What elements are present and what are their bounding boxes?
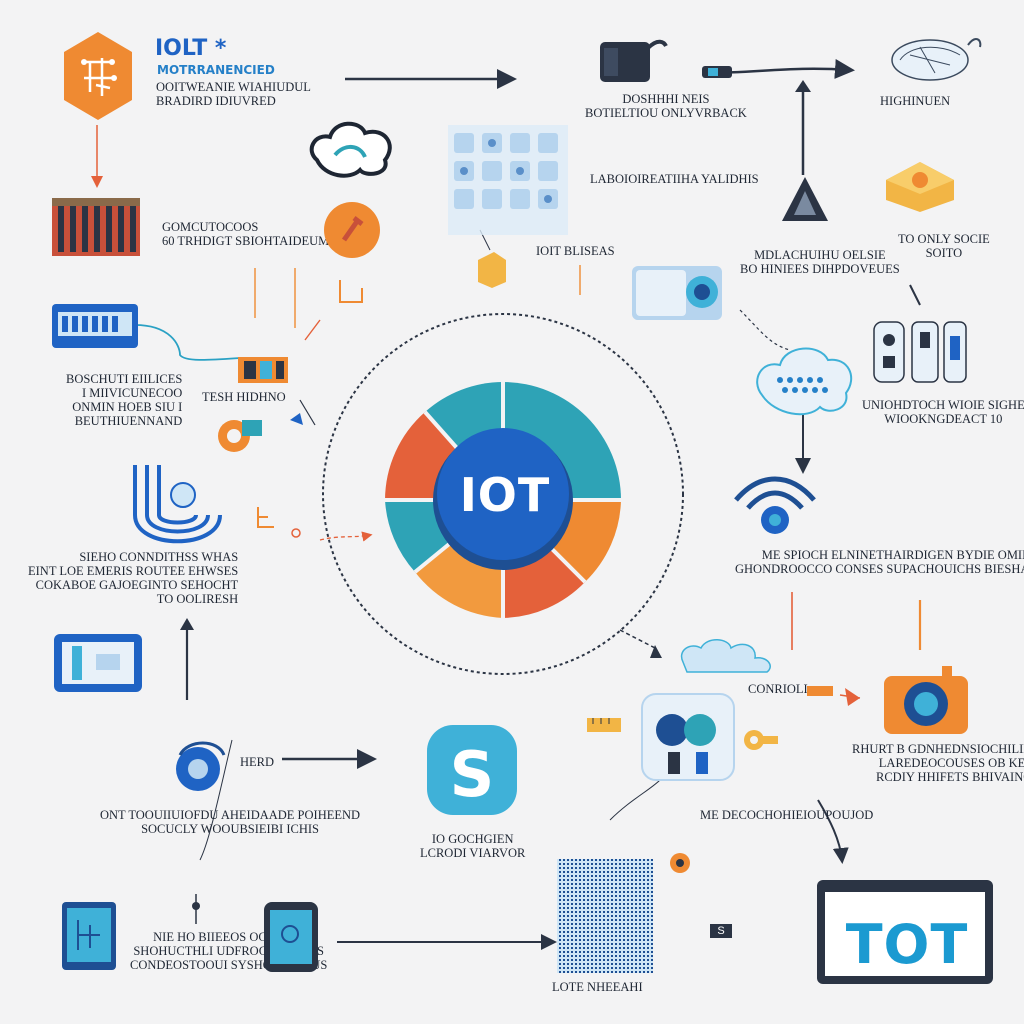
gear-group-icon	[218, 420, 262, 452]
label-left-4: HERD	[240, 755, 275, 769]
label-right-6: RHURT B GDNHEDNSIOCHILIEN LAREDEOCOUSES …	[852, 742, 1024, 784]
label-left-2b: TESH HIDHNO	[202, 390, 286, 404]
pyramid-sensor-icon	[782, 177, 828, 221]
label-right-1: MDLACHUIHU OELSIE BO HINIEES DIHPDOVEUES	[740, 248, 900, 276]
cloud-cluster-icon	[680, 639, 771, 673]
bracket-pair-icon	[257, 507, 301, 538]
small-chip-icon	[807, 686, 833, 696]
bottom-tag: S	[710, 924, 732, 938]
network-cloud-icon	[309, 121, 392, 178]
label-top-mid: DOSHHHI NEIS BOTIELTIOU ONLYVRBACK	[585, 92, 747, 120]
small-box-icon	[478, 252, 506, 288]
brand-title: IOLT *	[155, 36, 227, 61]
cloud-connector-icon	[891, 38, 982, 81]
label-right-4: ME SPIOCH ELNINETHAIRDIGEN BYDIE OMIDIS …	[735, 548, 1024, 576]
pin-icon	[192, 894, 200, 924]
iot-display-icon	[817, 880, 993, 984]
orange-camera-icon	[884, 666, 968, 734]
wifi-signal-icon	[734, 476, 816, 534]
screen-label: TOT	[845, 913, 969, 976]
data-grid-icon	[448, 125, 568, 235]
tablet-device-icon	[632, 266, 722, 320]
mesh-panel-icon	[557, 859, 653, 973]
smartphone-icon	[264, 902, 318, 972]
hub-label: IOT	[459, 468, 551, 522]
label-mid-3: ME DECOCHOHIEIOUPOUJOD	[700, 808, 874, 822]
smart-speaker-icon	[641, 693, 735, 781]
remote-controls-icon	[873, 321, 967, 383]
label-left-5: ONT TOOUIIUIOFDU AHEIDAADE POIHEEND SOCU…	[100, 808, 361, 836]
app-s-icon	[427, 725, 517, 815]
brand-subtitle: MOTRRANENCIED	[157, 63, 275, 77]
small-ruler-icon	[587, 718, 621, 732]
bracket-icon	[339, 280, 363, 303]
monitor-icon	[54, 634, 142, 692]
label-bottom-mid: LOTE NHEEAHI	[552, 980, 643, 994]
orange-wrench-icon	[324, 202, 380, 258]
iot-hub-icon	[385, 382, 621, 618]
label-left-3: SIEHO CONNDITHSS WHAS EINT LOE EMERIS RO…	[28, 550, 239, 606]
tape-icon	[744, 730, 778, 750]
router-panel-icon	[52, 304, 138, 348]
tablet-screen-icon	[62, 902, 116, 970]
cheese-block-icon	[886, 162, 954, 212]
hexagon-circuit-icon	[64, 32, 132, 120]
label-mid-2: IO GOCHGIEN LCRODI VIARVOR	[420, 832, 526, 860]
label-left-2: BOSCHUTI EIILICES I MIIVICUNECOO ONMIN H…	[66, 372, 183, 428]
label-mid-iot: IOIT BLISEAS	[536, 244, 615, 258]
label-right-5: CONRIOLI	[748, 682, 808, 696]
cable-connector-icon	[702, 66, 732, 78]
cylinder-device-icon	[600, 39, 668, 82]
label-top-left: OOITWEANIE WIAHIUDUL BRADIRD IDIUVRED	[156, 80, 311, 108]
chip-cluster-icon	[238, 357, 288, 383]
label-right-3: UNIOHDTOCH WIOIE SIGHE WIOOKNGDEACT 10	[862, 398, 1024, 426]
server-rack-icon	[52, 198, 140, 256]
gauge-device-icon	[176, 741, 226, 791]
blue-cloud-icon	[756, 347, 853, 416]
magnet-coil-icon	[133, 465, 222, 544]
app-logo-letter: S	[449, 738, 495, 811]
label-top-right: HIGHINUEN	[880, 94, 951, 108]
hub-orbit	[322, 313, 684, 675]
label-mid-1: LABOIOIREATIIHA YALIDHIS	[590, 172, 759, 186]
label-left-1: GOMCUTOCOOS 60 TRHDIGT SBIOHTAIDEUM	[162, 220, 330, 248]
orange-toggle-icon	[670, 853, 690, 873]
label-right-2: TO ONLY SOCIE SOITO	[898, 232, 990, 260]
